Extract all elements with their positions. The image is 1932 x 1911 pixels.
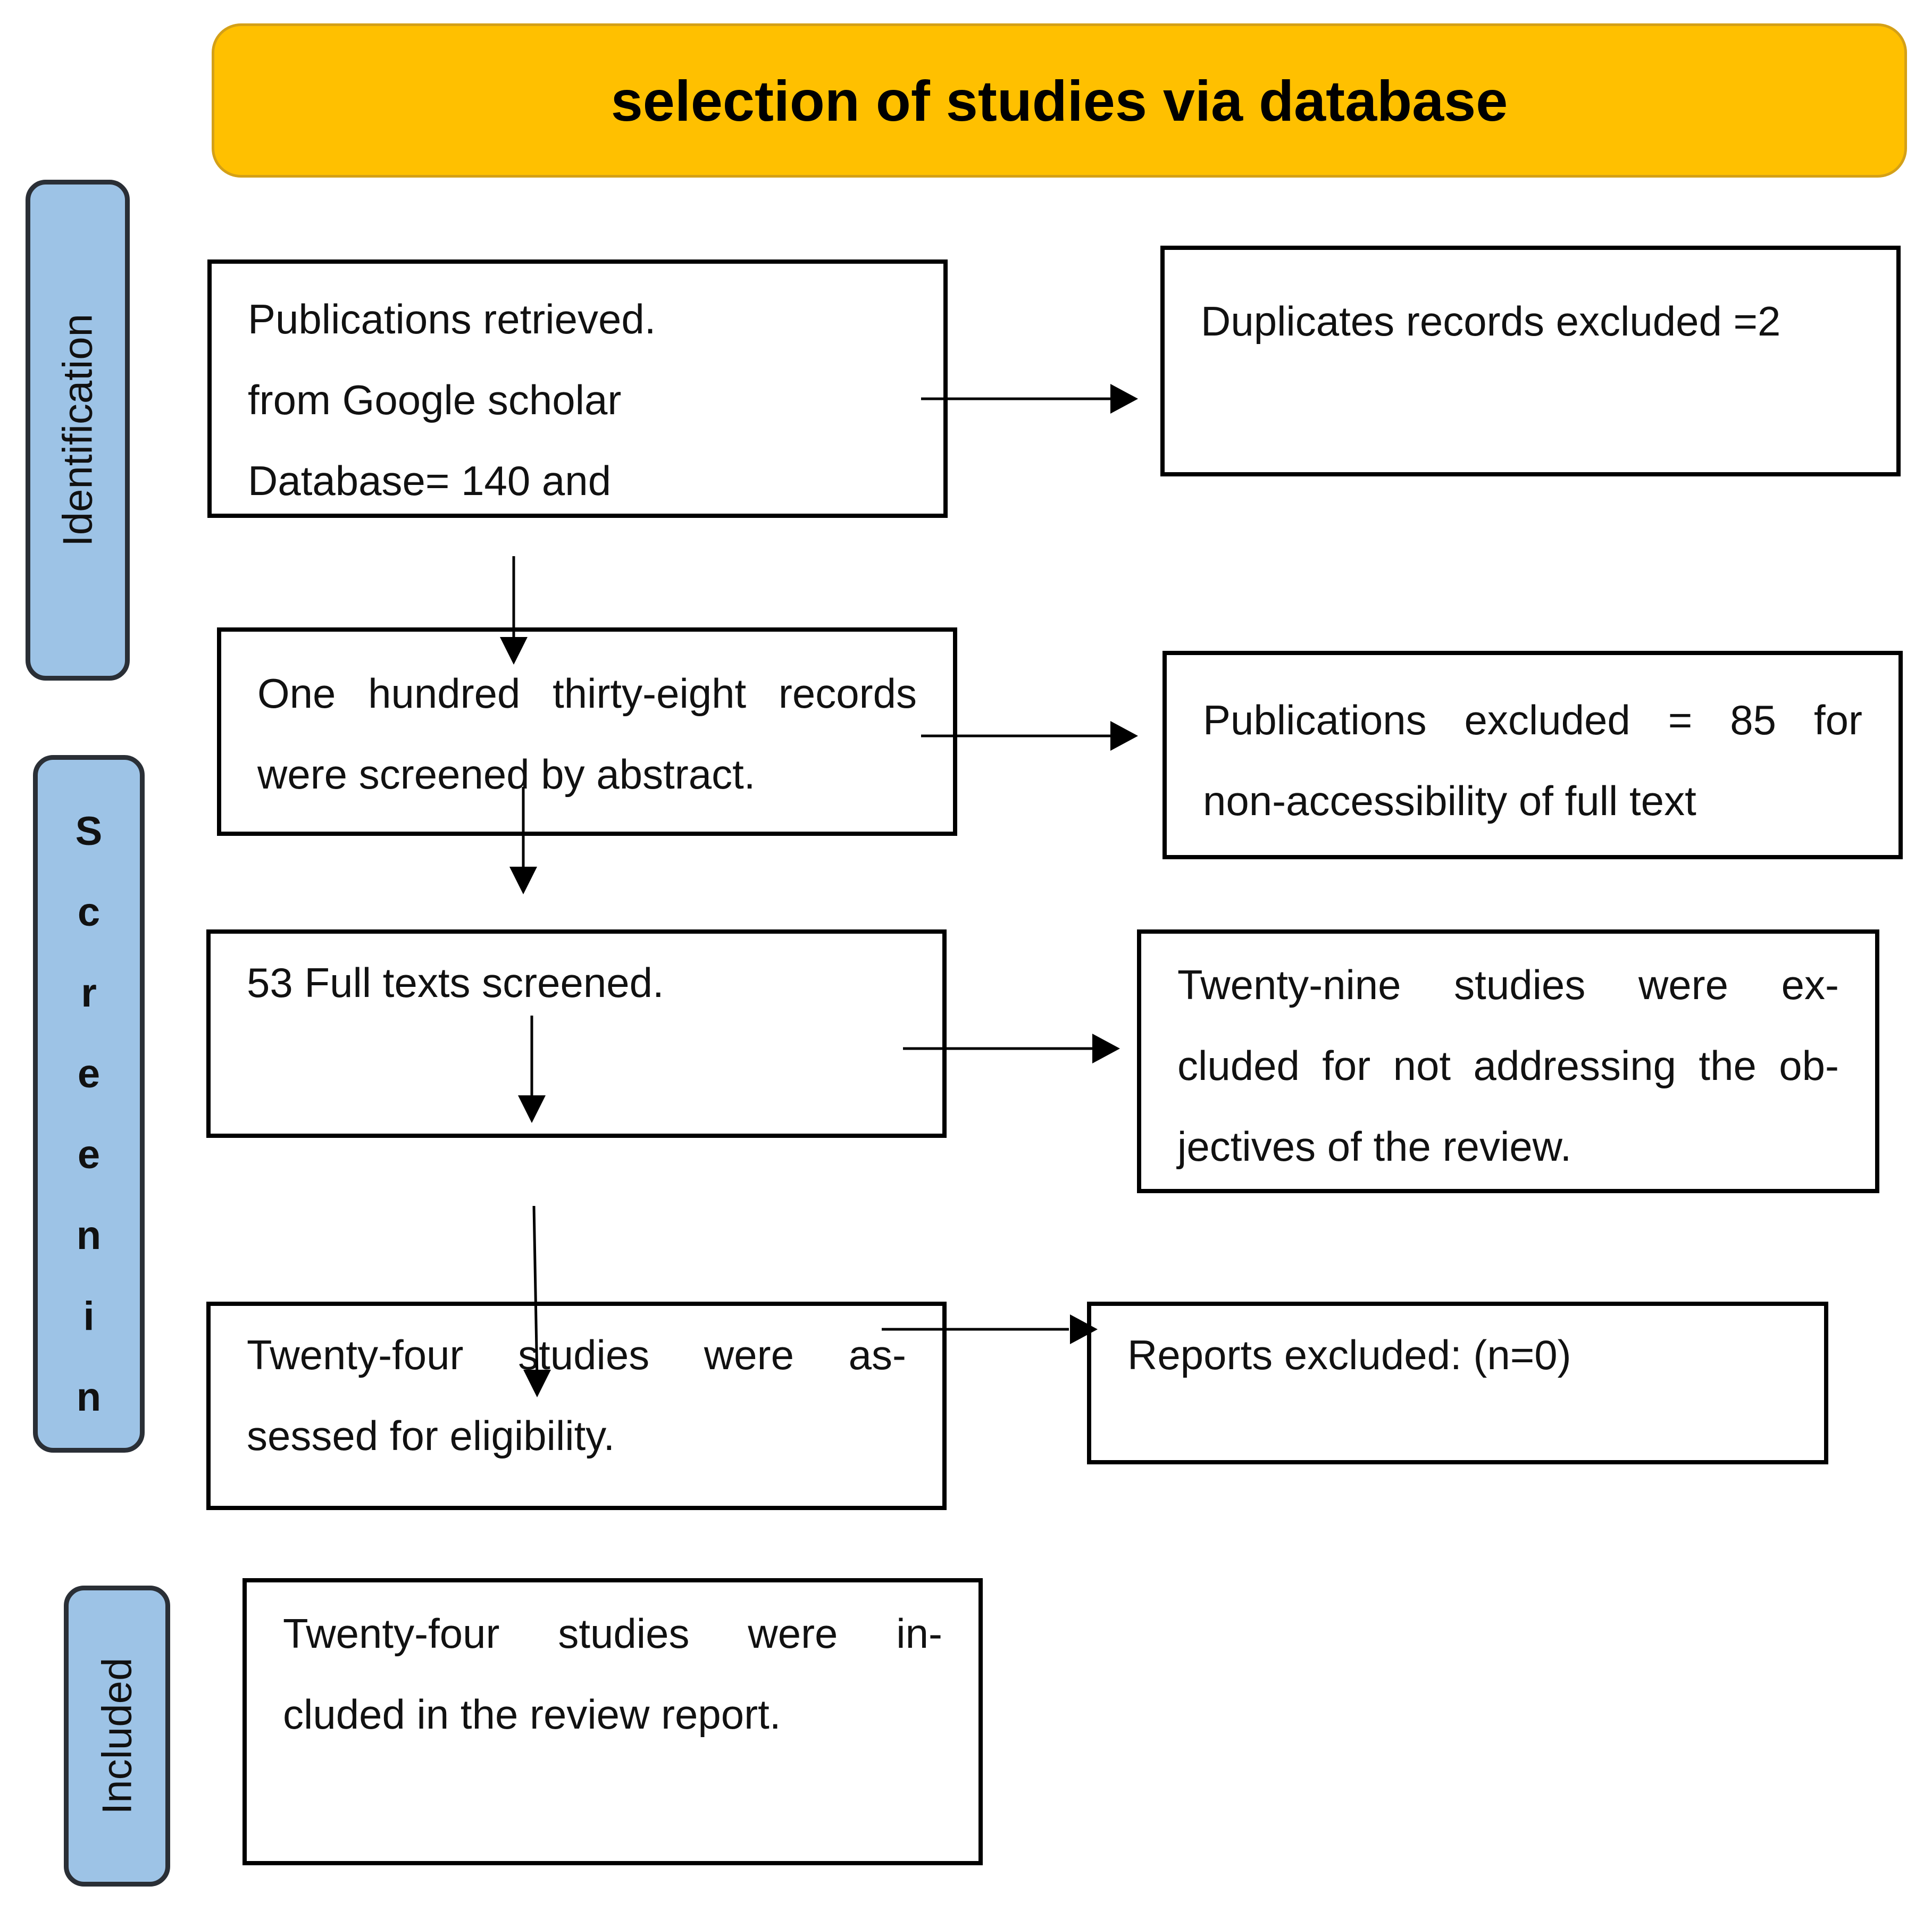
box-text-line: Publications retrieved. xyxy=(248,296,656,342)
box-publications-excluded: Publications excluded = 85 for non-acces… xyxy=(1162,651,1903,859)
arrowhead xyxy=(509,867,537,894)
box-text-line: jectives of the review. xyxy=(1177,1123,1572,1170)
box-full-texts-screened: 53 Full texts screened. xyxy=(206,929,947,1138)
stage-included: Included xyxy=(64,1586,170,1887)
stage-screening-letter: S xyxy=(75,809,103,854)
stage-screening-letter: r xyxy=(81,970,97,1016)
box-studies-excluded-objectives: Twenty-nine studies were ex- cluded for … xyxy=(1137,929,1879,1193)
stage-identification: Identification xyxy=(26,180,130,681)
arrowhead xyxy=(1110,721,1138,751)
box-text-line: Duplicates records excluded =2 xyxy=(1201,298,1781,345)
box-duplicates-excluded: Duplicates records excluded =2 xyxy=(1160,246,1901,476)
box-included-in-review: Twenty-four studies were in- cluded in t… xyxy=(242,1578,983,1865)
box-reports-excluded: Reports excluded: (n=0) xyxy=(1087,1302,1828,1464)
box-text-line: Twenty-nine studies were ex- xyxy=(1177,961,1839,1008)
stage-included-label: Included xyxy=(93,1657,140,1815)
stage-identification-label: Identification xyxy=(54,314,101,547)
box-assessed-eligibility: Twenty-four studies were as- sessed for … xyxy=(206,1302,947,1510)
stage-screening-letter: e xyxy=(77,1051,101,1096)
box-text-line: 53 Full texts screened. xyxy=(247,959,664,1006)
box-text-line: cluded for not addressing the ob- xyxy=(1177,1042,1839,1089)
box-publications-retrieved: Publications retrieved. from Google scho… xyxy=(207,259,948,518)
box-text-line: sessed for eligibility. xyxy=(247,1412,615,1459)
stage-screening-letter: c xyxy=(77,890,101,935)
stage-screening-letter: e xyxy=(77,1132,101,1177)
stage-screening-letter: i xyxy=(83,1294,95,1339)
stage-screening-letter: n xyxy=(76,1374,102,1420)
box-text-line: Reports excluded: (n=0) xyxy=(1127,1331,1571,1378)
box-text-line: Publications excluded = 85 for xyxy=(1203,697,1862,743)
box-screened-by-abstract: One hundred thirty-eight records were sc… xyxy=(217,627,957,836)
box-text-line: Database= 140 and xyxy=(248,457,612,504)
stage-screening-letter: n xyxy=(76,1213,102,1258)
box-text-line: Twenty-four studies were as- xyxy=(247,1331,906,1378)
stage-screening: S c r e e n i n xyxy=(33,755,145,1453)
box-text-line: were screened by abstract. xyxy=(257,751,756,798)
box-text-line: cluded in the review report. xyxy=(283,1691,781,1738)
diagram-title: selection of studies via database xyxy=(610,68,1508,133)
arrowhead xyxy=(1110,384,1138,414)
title-banner: selection of studies via database xyxy=(212,23,1907,178)
box-text-line: from Google scholar xyxy=(248,376,622,423)
arrowhead xyxy=(1092,1034,1120,1063)
box-text-line: One hundred thirty-eight records xyxy=(257,670,917,717)
box-text-line: Twenty-four studies were in- xyxy=(283,1610,942,1657)
box-text-line: non-accessibility of full text xyxy=(1203,777,1696,824)
